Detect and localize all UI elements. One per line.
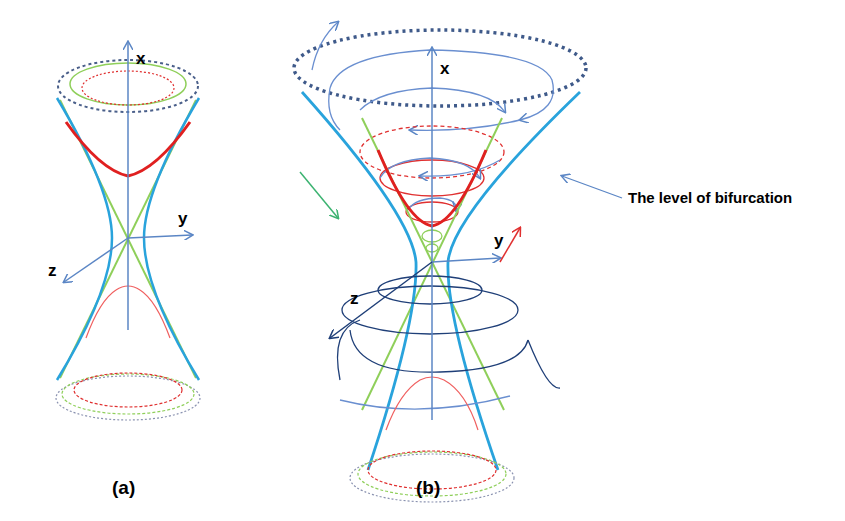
axis xyxy=(64,238,128,282)
flow-arrow xyxy=(312,22,338,70)
hyperbola xyxy=(57,98,112,380)
bottom-ellipse xyxy=(62,374,194,414)
axis xyxy=(432,258,500,262)
bottom-ellipse xyxy=(74,373,182,407)
lower-flow xyxy=(350,330,528,372)
lower-flow xyxy=(340,396,510,409)
green-arrow xyxy=(300,172,338,218)
axis-label: x xyxy=(136,50,145,69)
axis-label: x xyxy=(440,60,449,79)
axis-label: z xyxy=(350,290,359,309)
hyperbola xyxy=(144,98,199,380)
panel-label: (b) xyxy=(416,478,440,499)
top-ellipse xyxy=(294,30,586,106)
panel-label: (a) xyxy=(112,478,135,499)
axis xyxy=(128,235,192,238)
panel-b-figure xyxy=(294,22,622,502)
panel-a-figure xyxy=(56,42,200,420)
axis xyxy=(330,262,432,338)
axis-label: y xyxy=(494,232,503,251)
hyperbola xyxy=(302,92,416,470)
axis xyxy=(431,48,433,420)
flow-loop xyxy=(330,50,553,120)
axis xyxy=(127,42,129,330)
axis-label: y xyxy=(178,210,187,229)
lower-flow xyxy=(528,340,560,388)
callout-label: The level of bifurcation xyxy=(628,190,792,207)
axis-label: z xyxy=(48,262,57,281)
leader-line xyxy=(562,176,622,198)
flow-loop xyxy=(380,158,480,178)
